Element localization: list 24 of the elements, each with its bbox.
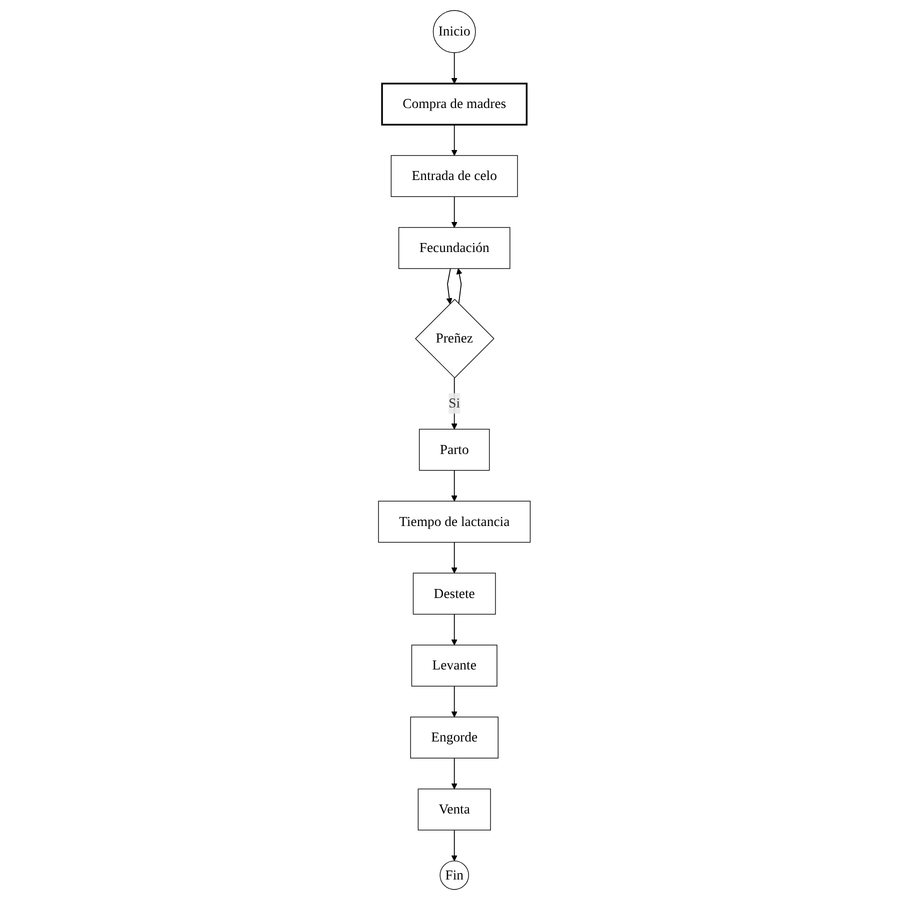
- node-box: Parto: [418, 428, 490, 471]
- node-box: Tiempo de lactancia: [378, 500, 530, 543]
- node-box: Fecundación: [398, 227, 510, 269]
- arrow: [456, 268, 462, 304]
- node-box: Destete: [412, 572, 496, 615]
- arrow: [450, 686, 457, 718]
- node-box: Venta: [417, 788, 490, 830]
- arrow: [450, 124, 457, 156]
- node-box: Compra de madres: [380, 82, 528, 126]
- arrow: [450, 196, 457, 228]
- node-circle: Inicio: [432, 10, 476, 54]
- arrow: [450, 830, 457, 862]
- edge-label: Si: [448, 396, 460, 412]
- arrow: [450, 758, 457, 790]
- node-box: Entrada de celo: [390, 155, 518, 197]
- arrow: [450, 614, 457, 646]
- arrow: [450, 52, 457, 84]
- node-box: Levante: [411, 644, 497, 687]
- node-circle: Fin: [439, 860, 469, 890]
- arrow: [450, 470, 457, 502]
- arrow: [446, 268, 452, 304]
- node-box: Engorde: [410, 716, 498, 758]
- node-diamond: Preñez: [414, 298, 494, 378]
- arrow: [450, 542, 457, 574]
